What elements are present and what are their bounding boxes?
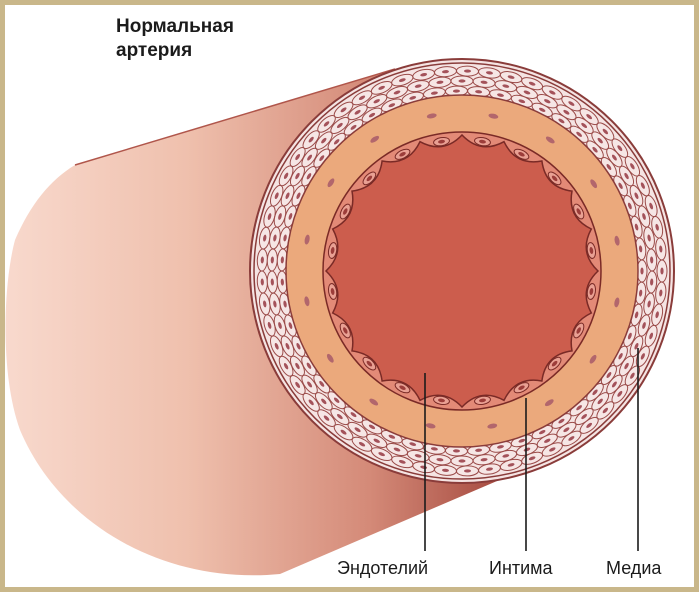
endothelium-label: Эндотелий [337,558,428,579]
media-cell-nucleus [459,459,466,462]
diagram-frame: Нормальная артерия Эндотелий Интима Меди… [5,5,694,587]
media-cell-nucleus [660,268,663,275]
intima-label: Интима [489,558,553,579]
diagram-title: Нормальная артерия [116,15,234,63]
artery-illustration [5,5,694,587]
media-cell-nucleus [640,268,643,275]
media-cell-nucleus [459,79,466,82]
media-label: Медиа [606,558,661,579]
